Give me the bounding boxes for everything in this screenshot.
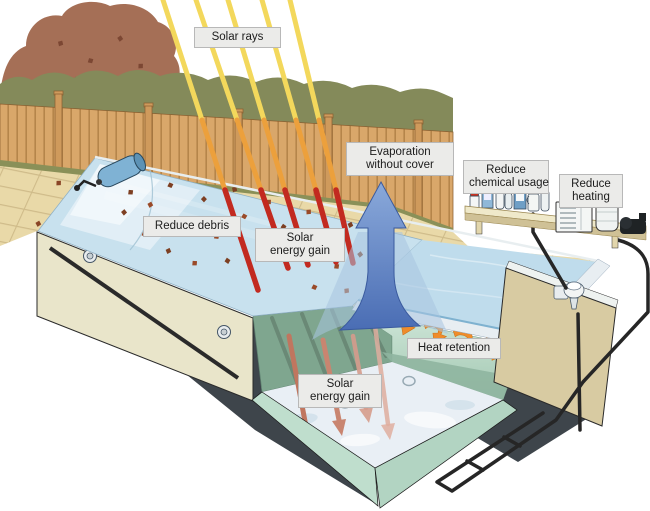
- cover-roller: [74, 152, 147, 191]
- label-text: energy gain: [309, 391, 371, 403]
- back-coping: [94, 155, 599, 263]
- label-text: Reduce: [571, 178, 611, 190]
- pool-pump: [620, 213, 646, 234]
- label-reduce-chemical-usage: Reduce chemical usage: [463, 160, 549, 194]
- label-text: Solar: [286, 232, 314, 244]
- hedge: [0, 70, 453, 134]
- label-heat-retention: Heat retention: [407, 338, 501, 359]
- label-solar-energy-gain-cover: Solar energy gain: [255, 228, 345, 262]
- wall-fitting: [217, 325, 231, 339]
- label-text: Evaporation: [369, 146, 431, 158]
- label-evaporation-without-cover: Evaporation without cover: [346, 142, 454, 176]
- label-text: energy gain: [269, 245, 331, 257]
- label-text: Reduce debris: [154, 220, 230, 232]
- pool-front-wall-cutaway: [36, 231, 254, 402]
- label-text: Solar: [326, 378, 354, 390]
- label-text: heating: [572, 191, 610, 203]
- label-reduce-debris: Reduce debris: [143, 216, 241, 237]
- label-text: without cover: [366, 159, 434, 171]
- label-solar-energy-gain-water: Solar energy gain: [298, 374, 382, 408]
- label-solar-rays: Solar rays: [194, 27, 281, 48]
- label-text: Solar rays: [211, 31, 264, 43]
- label-text: Heat retention: [417, 342, 491, 354]
- label-reduce-heating: Reduce heating: [559, 174, 623, 208]
- pool-pump-fitting: [553, 281, 585, 310]
- label-text: Reduce: [486, 164, 526, 176]
- evaporation-arrow: [312, 180, 448, 340]
- label-text: chemical usage: [469, 177, 549, 189]
- pool-shell: [251, 391, 518, 509]
